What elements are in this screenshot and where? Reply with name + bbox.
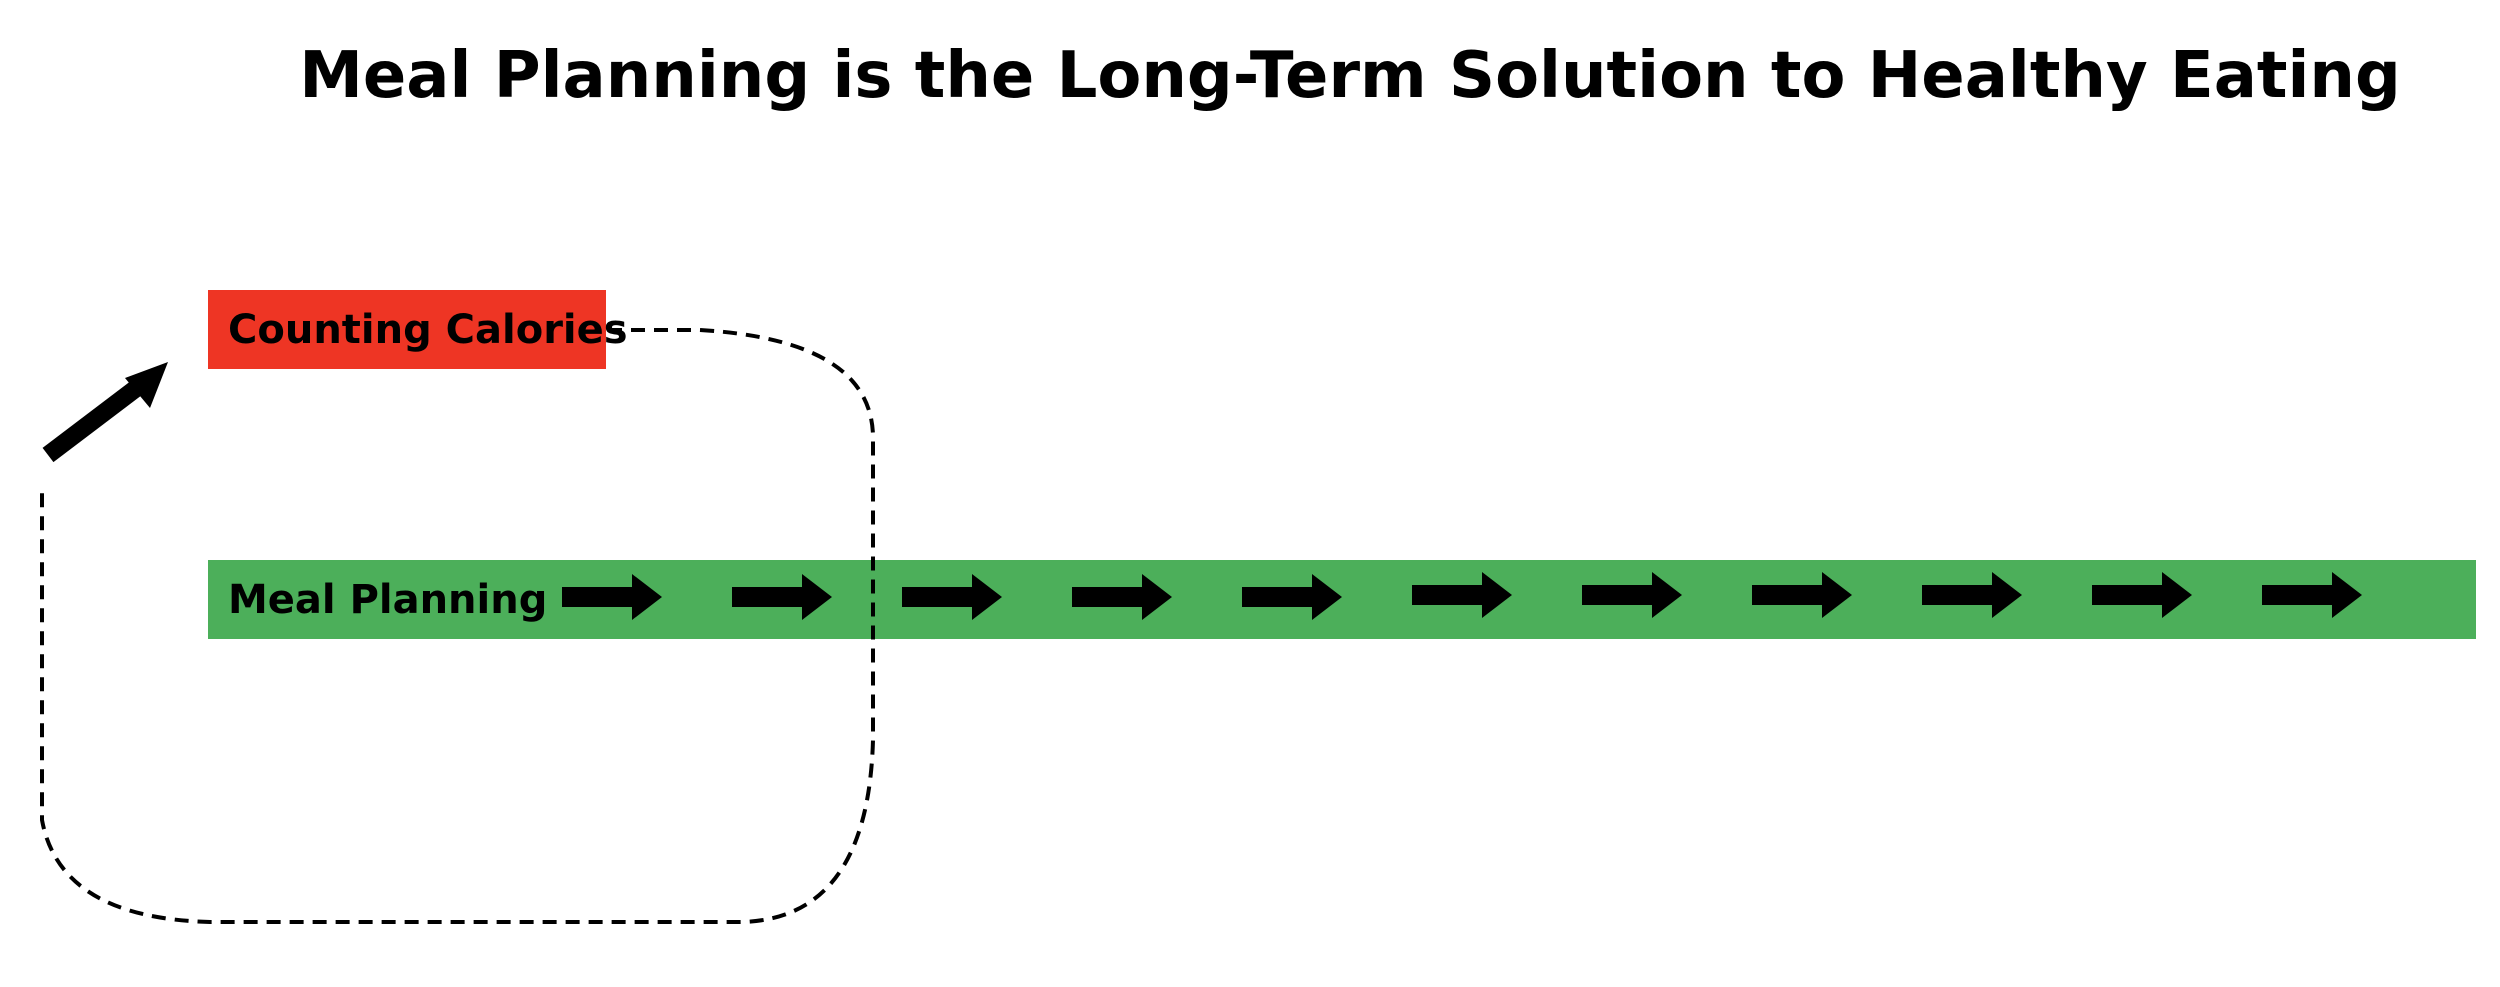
counting-calories-box: [208, 290, 606, 369]
progress-arrow: [1752, 572, 1852, 618]
progress-arrow: [1242, 574, 1342, 620]
progress-arrow: [1582, 572, 1682, 618]
restart-diagonal-arrow: [42, 362, 168, 463]
progress-arrow: [2262, 572, 2362, 618]
progress-arrows: [562, 572, 2362, 620]
progress-arrow: [562, 574, 662, 620]
counting-calories-label: Counting Calories: [228, 307, 628, 353]
progress-arrow: [1922, 572, 2022, 618]
meal-planning-label: Meal Planning: [228, 577, 548, 623]
progress-arrow: [1072, 574, 1172, 620]
progress-arrow: [1412, 572, 1512, 618]
diet-cycle-dashed-loop: [40, 328, 875, 924]
progress-arrow: [2092, 572, 2192, 618]
slide-title: Meal Planning is the Long-Term Solution …: [299, 39, 2401, 113]
progress-arrow: [732, 574, 832, 620]
progress-arrow: [902, 574, 1002, 620]
